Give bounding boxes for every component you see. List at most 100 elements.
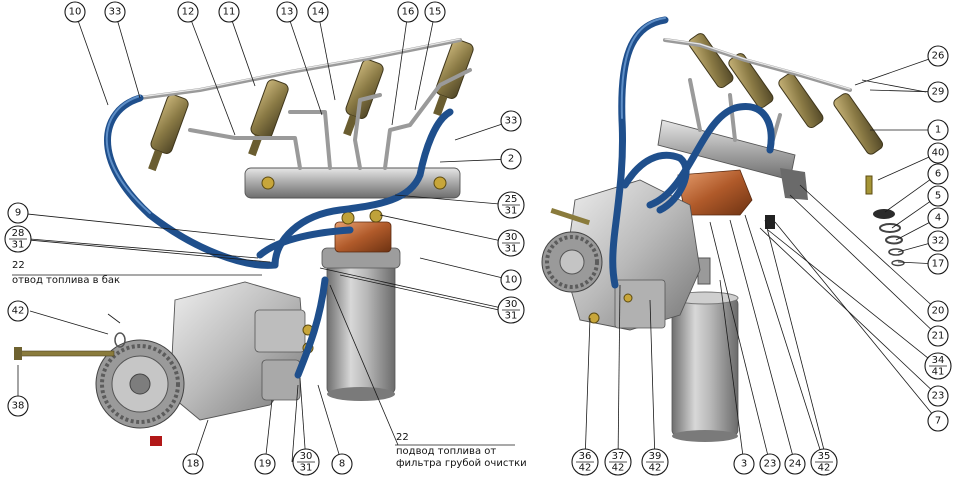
leader-c10b <box>419 257 502 279</box>
callout-number: 7 <box>935 416 941 427</box>
callout-number: 24 <box>789 459 802 470</box>
callout-number: 14 <box>312 7 325 18</box>
callout-c26: 26 <box>927 45 949 67</box>
callout-circle <box>927 207 949 229</box>
callout-c33b: 33 <box>500 110 522 132</box>
callout-number: 40 <box>932 148 945 159</box>
leader-c19 <box>265 399 273 455</box>
callout-c6: 6 <box>927 163 949 185</box>
svg-text:42: 42 <box>12 306 25 317</box>
callout-number-bottom: 31 <box>505 311 518 322</box>
label-22b-leader <box>329 284 399 446</box>
callout-circle <box>7 395 29 417</box>
callout-c11: 11 <box>218 1 240 23</box>
callout-circle <box>759 453 781 475</box>
callout-c4: 4 <box>927 207 949 229</box>
callout-c33a: 33 <box>104 1 126 23</box>
callout-number-bottom: 31 <box>505 244 518 255</box>
callout-number: 26 <box>932 51 945 62</box>
callout-c23b: 23 <box>759 453 781 475</box>
ring-17 <box>891 259 905 267</box>
callout-c10b: 10 <box>500 269 522 291</box>
fuel-rail-right <box>657 119 808 200</box>
leader-c4 <box>895 222 930 241</box>
leader-s34_41 <box>767 229 929 359</box>
callout-circle <box>254 453 276 475</box>
callout-c20: 20 <box>927 300 949 322</box>
callout-number: 23 <box>764 459 777 470</box>
callout-number-top: 25 <box>505 194 518 205</box>
label-22b-number: 22 <box>396 432 409 443</box>
callout-circle <box>500 269 522 291</box>
callout-number-bottom: 41 <box>932 367 945 378</box>
leader-c20 <box>799 184 931 305</box>
callout-circle <box>424 1 446 23</box>
callout-circle <box>276 1 298 23</box>
callout-number: 38 <box>12 401 25 412</box>
return-hoses-left <box>104 94 454 379</box>
callout-number: 6 <box>935 169 941 180</box>
callout-c32: 32 <box>927 230 949 252</box>
leader-s30_31c <box>299 377 306 450</box>
callout-c2: 2 <box>500 148 522 170</box>
leader-s36_42 <box>585 317 591 450</box>
leader-s37_42 <box>617 284 621 450</box>
callout-circle <box>927 45 949 67</box>
leader-s30_31b <box>319 267 499 308</box>
callout-number-top: 30 <box>300 451 313 462</box>
sensor <box>765 215 775 229</box>
callout-number: 29 <box>932 87 945 98</box>
drive-gear-right <box>541 231 603 293</box>
callout-c13: 13 <box>276 1 298 23</box>
callout-number: 15 <box>429 7 442 18</box>
callout-number: 5 <box>935 191 941 202</box>
label-22b-line1: подвод топлива от <box>396 446 497 457</box>
leader-c7 <box>774 221 932 414</box>
callout-c9: 9 <box>7 202 29 224</box>
callout-circle <box>104 1 126 23</box>
callout-circle <box>500 148 522 170</box>
callout-number-top: 39 <box>649 451 662 462</box>
leader-c33b <box>454 123 502 141</box>
leader-c40 <box>877 156 930 181</box>
hp-pipes-left <box>138 38 472 170</box>
callout-number: 17 <box>932 259 945 270</box>
callout-number: 21 <box>932 331 945 342</box>
callout-c24: 24 <box>784 453 806 475</box>
callout-number: 20 <box>932 306 945 317</box>
callout-number: 19 <box>259 459 272 470</box>
callout-number: 12 <box>182 7 195 18</box>
callout-c1: 1 <box>927 119 949 141</box>
bolt-38 <box>14 347 115 360</box>
hp-pump-left <box>150 281 314 446</box>
seal-6 <box>873 209 895 219</box>
callout-c10a: 10 <box>64 1 86 23</box>
callout-number: 11 <box>223 7 236 18</box>
callout-number-bottom: 31 <box>505 206 518 217</box>
bolt-40 <box>865 175 873 195</box>
callout-circle <box>64 1 86 23</box>
callout-circle <box>927 81 949 103</box>
callout-number: 4 <box>935 213 941 224</box>
return-hoses-right <box>609 16 775 289</box>
leader-c14 <box>319 21 336 101</box>
leader-c10a <box>77 21 109 106</box>
label-42-leader <box>29 310 109 335</box>
callout-circle <box>927 385 949 407</box>
leader-s30_31a <box>379 214 499 241</box>
callout-circle <box>927 300 949 322</box>
left-assembly <box>14 38 474 446</box>
callout-number-top: 30 <box>505 232 518 243</box>
leader-s25_31 <box>394 194 499 205</box>
callout-circle <box>500 110 522 132</box>
callout-number-top: 34 <box>932 355 945 366</box>
callout-circle <box>307 1 329 23</box>
callout-number-bottom: 31 <box>300 463 313 474</box>
